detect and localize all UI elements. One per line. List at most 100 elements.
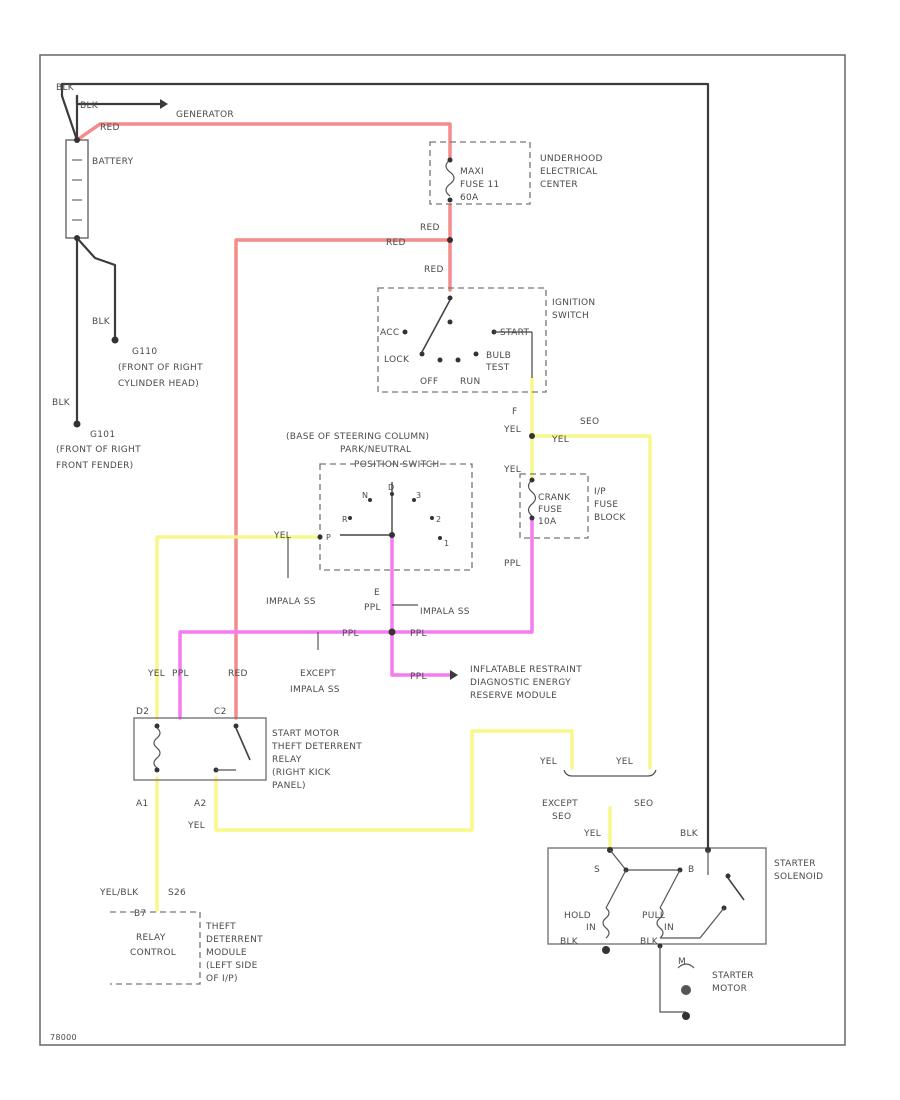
relay-pin-label: C2	[214, 707, 227, 717]
pn-position-label: 3	[416, 491, 421, 500]
component-title: PANEL)	[272, 781, 306, 791]
wire-blk-battery-post	[60, 94, 79, 142]
battery-positive-node	[74, 137, 80, 143]
wire-ppl-pn-switch-down	[390, 533, 452, 677]
fuse-node	[447, 157, 453, 163]
component-title: (LEFT SIDE	[206, 961, 258, 971]
pn-switch-box	[319, 463, 473, 571]
coil-label: HOLD	[564, 911, 591, 921]
coil-label: PULL	[642, 911, 665, 921]
relay-pin-label: D2	[136, 707, 149, 717]
wire-yel-relay-to-pn-switch	[155, 535, 318, 720]
relay-contact-arm	[235, 727, 251, 761]
ignition-contact	[455, 357, 461, 363]
solenoid-node	[725, 873, 731, 879]
ignition-position: ACC	[380, 328, 399, 338]
component-title: THEFT	[205, 922, 236, 932]
ground-node	[73, 420, 81, 428]
ignition-position: TEST	[485, 363, 510, 373]
wire-ppl-splice-to-relay	[178, 630, 394, 720]
coil-label: IN	[664, 923, 674, 933]
component-title: DETERRENT	[206, 935, 263, 945]
pn-contact	[317, 534, 323, 540]
crank-fuse-icon	[527, 479, 537, 517]
motor-brush-icon	[677, 963, 695, 969]
ground-location: (FRONT OF RIGHT	[56, 445, 141, 455]
wire-color-label: YEL	[539, 757, 557, 767]
fuse-node	[529, 515, 535, 521]
terminal-label: B	[688, 865, 694, 875]
pn-common-node	[389, 532, 395, 538]
wire-color-label: BLK	[92, 317, 111, 327]
ground-node	[111, 336, 119, 344]
splice-node	[447, 237, 453, 243]
component-title: PARK/NEUTRAL	[340, 445, 411, 455]
wire-yel-relay-a2-loop	[214, 729, 574, 832]
wire-color-label: PPL	[172, 669, 189, 679]
wire-color-label: RED	[228, 669, 248, 679]
ip-fuse-block: CRANK FUSE 10A I/P FUSE BLOCK F YEL YEL …	[503, 407, 626, 569]
relay-pin-node	[154, 767, 160, 773]
splice-label: S26	[168, 888, 186, 898]
ground-location: FRONT FENDER)	[56, 461, 133, 471]
ignition-position: LOCK	[384, 355, 410, 365]
underhood-box	[429, 141, 531, 205]
wire-blk-battery-to-starter	[60, 82, 710, 850]
module-pin-label: B7	[134, 909, 147, 919]
battery: BATTERY GENERATOR BLK BLK RED	[56, 83, 234, 241]
component-title: (RIGHT KICK	[272, 768, 331, 778]
splice-label: SEO	[580, 417, 599, 427]
pn-contact	[430, 516, 434, 520]
fuse-label: FUSE 11	[460, 180, 500, 190]
terminal-label: S	[594, 865, 600, 875]
battery-label: BATTERY	[92, 157, 134, 167]
variant-label: EXCEPT	[542, 799, 578, 809]
pn-contact	[390, 492, 394, 496]
fuse-node	[447, 197, 453, 203]
component-title: FUSE	[594, 500, 618, 510]
solenoid-internal-wire	[660, 907, 725, 939]
component-title: UNDERHOOD	[540, 154, 603, 164]
maxi-fuse-icon	[445, 159, 455, 197]
ignition-contact	[447, 319, 453, 325]
splice-node	[529, 433, 535, 439]
component-title: MOTOR	[712, 984, 747, 994]
ignition-common-node	[447, 295, 453, 301]
relay-pin-node	[154, 723, 160, 729]
terminal-label: BLK	[640, 937, 659, 947]
wire-color-label: YEL	[273, 531, 291, 541]
theft-deterrent-module: YEL/BLK S26 B7 RELAY CONTROL THEFT DETER…	[99, 888, 263, 985]
ground-location: CYLINDER HEAD)	[118, 379, 199, 389]
solenoid-contact-arm	[727, 877, 745, 901]
relay-pin-label: A2	[194, 799, 206, 809]
airbag-label: DIAGNOSTIC ENERGY	[470, 678, 571, 688]
seo-variant-selector: YEL YEL EXCEPT SEO SEO	[539, 757, 657, 822]
pn-position-label: N	[362, 491, 368, 500]
pin-label: E	[374, 588, 380, 598]
diagram-code: 78000	[50, 1033, 77, 1042]
wire-color-label: PPL	[364, 603, 381, 613]
ignition-position: BULB	[486, 351, 511, 361]
component-title: SOLENOID	[774, 872, 823, 882]
pin-label: F	[512, 407, 517, 417]
component-title: SWITCH	[552, 311, 589, 321]
component-title: POSITION SWITCH	[354, 460, 440, 470]
relay-pin-node	[233, 723, 239, 729]
module-function: RELAY	[136, 933, 166, 943]
variant-label: IMPALA SS	[266, 597, 316, 607]
component-title: THEFT DETERRENT	[271, 742, 362, 752]
module-function: CONTROL	[130, 948, 176, 958]
solenoid-ground-node	[602, 946, 610, 954]
component-title: I/P	[594, 487, 606, 497]
ignition-contact	[419, 351, 425, 357]
wire-color-label: YEL	[187, 821, 205, 831]
ignition-position: RUN	[460, 377, 480, 387]
ground-location: (FRONT OF RIGHT	[118, 363, 203, 373]
ignition-contact	[473, 351, 479, 357]
component-title: MODULE	[206, 948, 247, 958]
fuse-label: CRANK	[538, 493, 571, 503]
park-neutral-position-switch: (BASE OF STEERING COLUMN) PARK/NEUTRAL P…	[266, 432, 473, 617]
ground-g110: BLK G110 (FRONT OF RIGHT CYLINDER HEAD)	[92, 317, 203, 389]
solenoid-internal-wire	[609, 849, 680, 871]
